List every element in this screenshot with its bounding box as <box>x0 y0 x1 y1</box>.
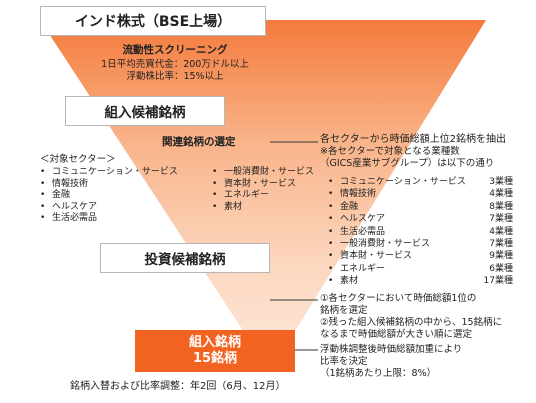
screening-title: 流動性スクリーニング <box>122 44 228 56</box>
final-box-line-1: 組入銘柄 <box>188 335 241 350</box>
sector-item: コミュニケーション・サービス <box>40 167 212 179</box>
note-mid-line-4: なるまで時価総額が大きい順に選定 <box>320 329 473 340</box>
note-bottom: 浮動株調整後時価総額加重により 比率を決定 （1銘柄あたり上限：8%） <box>320 344 462 380</box>
sectors-list-left: コミュニケーション・サービス 情報技術 金融 ヘルスケア 生活必需品 <box>40 167 212 225</box>
selection-title: 関連銘柄の選定 <box>162 136 236 148</box>
note-mid: ①各セクターにおいて時価総額1位の 銘柄を選定 ②残った組入候補銘柄の中から、1… <box>320 293 502 341</box>
sectors-header: ＜対象セクター＞ <box>40 154 116 165</box>
note-bottom-line-1: 浮動株調整後時価総額加重により <box>320 344 463 355</box>
sector-item: 金融 <box>40 190 212 202</box>
rebalance-footer: 銘柄入替および比率調整：年2回（6月、12月） <box>70 381 286 392</box>
investment-box-title: 投資候補銘柄 <box>144 252 226 268</box>
sector-item: 素材 <box>212 202 314 214</box>
note-top-line-1: 各セクターから時価総額上位2銘柄を抽出 <box>320 134 506 145</box>
sector-item: 資本財・サービス <box>212 179 314 191</box>
screening-line-1: 1日平均売買代金：200万ドル以上 <box>101 59 249 70</box>
final-holdings-box: 組入銘柄 15銘柄 <box>135 330 295 372</box>
note-mid-line-3: ②残った組入候補銘柄の中から、15銘柄に <box>320 317 503 328</box>
note-top-line-2: ※各セクターで対象となる業種数 <box>320 146 460 157</box>
note-bottom-line-3: （1銘柄あたり上限：8%） <box>320 368 437 379</box>
top-box-title: インド株式（BSE上場） <box>74 14 232 30</box>
sector-item: 生活必需品 <box>40 213 212 225</box>
candidate-box: 組入候補銘柄 <box>65 96 225 126</box>
sectors-list-right: 一般消費財・サービス 資本財・サービス エネルギー 素材 <box>212 167 314 225</box>
note-top-line-3: （GICS産業サブグループ）は以下の通り <box>320 158 495 169</box>
investment-candidate-box: 投資候補銘柄 <box>100 243 270 273</box>
sector-item: 情報技術 <box>40 179 212 191</box>
note-mid-line-1: ①各セクターにおいて時価総額1位の <box>320 293 477 304</box>
note-mid-line-2: 銘柄を選定 <box>320 305 368 316</box>
screening-line-2: 浮動株比率：15%以上 <box>126 71 224 82</box>
sector-item: ヘルスケア <box>40 202 212 214</box>
candidate-box-title: 組入候補銘柄 <box>104 105 186 121</box>
sector-item: 一般消費財・サービス <box>212 167 314 179</box>
final-box-line-2: 15銘柄 <box>192 351 238 366</box>
screening-block: 流動性スクリーニング 1日平均売買代金：200万ドル以上 浮動株比率：15%以上 <box>80 43 270 83</box>
top-box-india-equities: インド株式（BSE上場） <box>40 6 266 36</box>
note-bottom-line-2: 比率を決定 <box>320 356 368 367</box>
sector-item: エネルギー <box>212 190 314 202</box>
target-sectors: ＜対象セクター＞ コミュニケーション・サービス 情報技術 金融 ヘルスケア 生活… <box>40 154 314 225</box>
note-top: 各セクターから時価総額上位2銘柄を抽出 ※各セクターで対象となる業種数 （GIC… <box>320 134 506 170</box>
